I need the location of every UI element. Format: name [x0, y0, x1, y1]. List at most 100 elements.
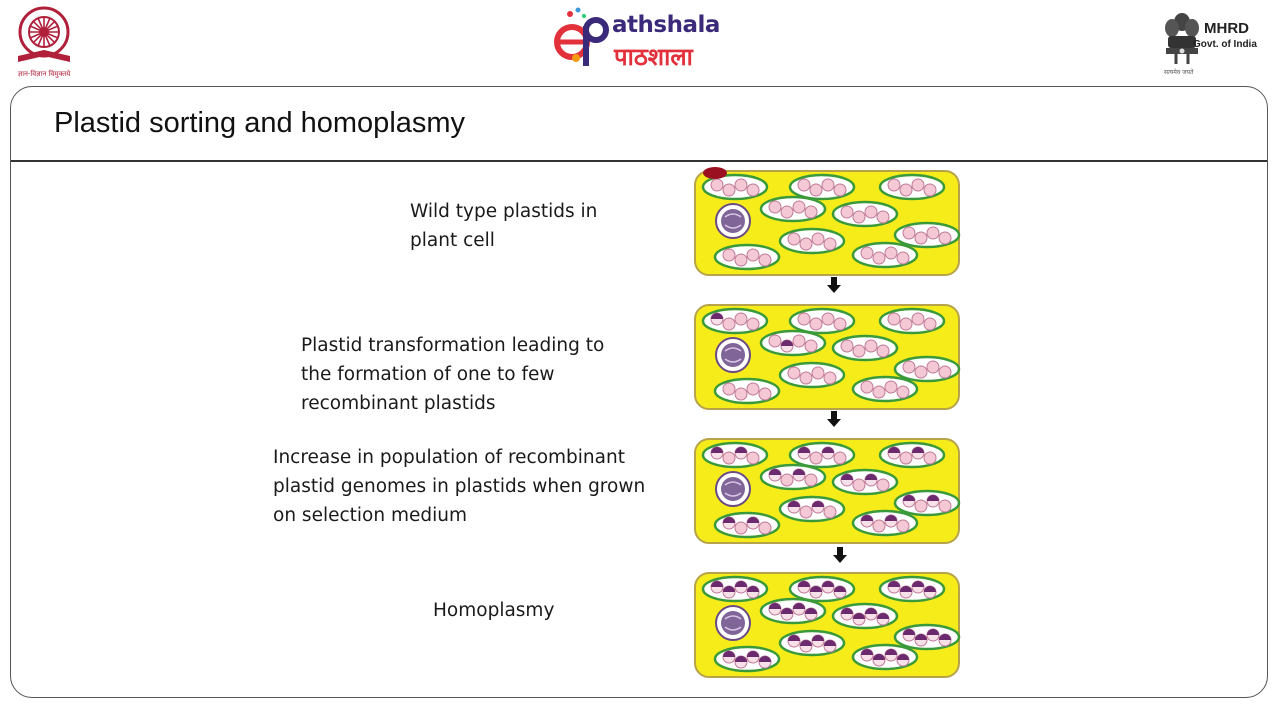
wild-genome [876, 478, 890, 492]
plastid [893, 355, 961, 383]
wild-genome [734, 178, 748, 192]
plastid [788, 173, 856, 201]
wild-genome [926, 360, 940, 374]
recombinant-genome-marker [747, 586, 759, 592]
cell-marker [703, 167, 727, 179]
recombinant-genome-marker [798, 581, 810, 587]
recombinant-genome-marker [877, 613, 889, 619]
plastid [759, 463, 827, 491]
recombinant-genome-marker [888, 447, 900, 453]
mhrd-logo: MHRD Govt. of India सत्यमेव जयते [1160, 6, 1272, 82]
plastid [759, 329, 827, 357]
recombinant-genome-marker [912, 581, 924, 587]
wild-genome [876, 344, 890, 358]
epathshala-logo: athshala पाठशाला [552, 4, 752, 76]
wild-genome [876, 210, 890, 224]
recombinant-genome-marker [723, 517, 735, 523]
epathshala-logo-icon [554, 7, 609, 66]
recombinant-genome-marker [924, 586, 936, 592]
recombinant-genome-marker [841, 474, 853, 480]
plastid [778, 495, 846, 523]
down-arrow-icon [827, 277, 841, 293]
plastid [778, 629, 846, 657]
wild-genome [722, 248, 736, 262]
wild-genome [722, 451, 736, 465]
recombinant-genome-marker [788, 635, 800, 641]
recombinant-genome-marker [865, 608, 877, 614]
wild-genome [864, 339, 878, 353]
emblem-caption: सत्यमेव जयते [1164, 69, 1194, 76]
wild-genome [787, 366, 801, 380]
wild-genome [833, 451, 847, 465]
recombinant-genome-marker [798, 447, 810, 453]
wild-genome [864, 205, 878, 219]
wild-genome [938, 231, 952, 245]
recombinant-genome-marker [885, 649, 897, 655]
plastid [713, 243, 781, 271]
recombinant-genome-marker [927, 495, 939, 501]
nucleus [715, 203, 751, 239]
mhrd-title: MHRD [1204, 20, 1249, 37]
plant-cell-stage-3 [694, 438, 961, 544]
plastid [713, 645, 781, 673]
recombinant-genome-marker [888, 581, 900, 587]
wild-genome [811, 232, 825, 246]
wild-genome [840, 205, 854, 219]
plastid-sorting-diagram [694, 167, 961, 678]
plastid [788, 575, 856, 603]
recombinant-genome-marker [873, 654, 885, 660]
plastid [701, 441, 769, 469]
recombinant-genome-marker [781, 608, 793, 614]
wild-genome [809, 183, 823, 197]
wild-genome [746, 183, 760, 197]
plastid [831, 200, 899, 228]
national-emblem-icon [1165, 13, 1199, 64]
wild-genome [804, 205, 818, 219]
wild-genome [896, 385, 910, 399]
recombinant-genome-marker [759, 656, 771, 662]
wild-genome [852, 344, 866, 358]
wild-genome [797, 178, 811, 192]
wild-genome [884, 246, 898, 260]
plastid [713, 377, 781, 405]
plastid [701, 173, 769, 201]
plastid [878, 173, 946, 201]
recombinant-genome-marker [903, 495, 915, 501]
plastid [713, 511, 781, 539]
plant-cell-stage-4 [694, 572, 961, 678]
stage-label-homoplasmy: Homoplasmy [433, 600, 555, 621]
wild-genome [821, 178, 835, 192]
recombinant-genome-marker [861, 515, 873, 521]
recombinant-genome-marker [723, 651, 735, 657]
wild-genome [722, 382, 736, 396]
wild-genome [896, 251, 910, 265]
stage-label-transformation: Plastid transformation leading to the fo… [301, 335, 605, 414]
wild-genome [860, 246, 874, 260]
plant-cell-stage-2 [694, 304, 961, 410]
wild-genome [811, 366, 825, 380]
wild-genome [902, 360, 916, 374]
wild-genome [780, 473, 794, 487]
plastid [851, 375, 919, 403]
recombinant-genome-marker [711, 581, 723, 587]
recombinant-genome-marker [769, 469, 781, 475]
wild-genome [833, 183, 847, 197]
wild-genome [804, 473, 818, 487]
plastid [759, 195, 827, 223]
wild-genome [840, 339, 854, 353]
recombinant-genome-marker [781, 340, 793, 346]
recombinant-genome-marker [834, 586, 846, 592]
plastid [831, 334, 899, 362]
recombinant-genome-marker [853, 613, 865, 619]
wild-genome [914, 499, 928, 513]
wild-genome [746, 317, 760, 331]
recombinant-genome-marker [747, 517, 759, 523]
stage-label-wild-type: Wild type plastids in plant cell [410, 201, 598, 251]
wild-genome [860, 380, 874, 394]
recombinant-genome-marker [903, 629, 915, 635]
plastid [778, 227, 846, 255]
wild-genome [758, 387, 772, 401]
wild-genome [734, 387, 748, 401]
brand-name-hindi: पाठशाला [614, 43, 693, 71]
slide-panel: Plastid sorting and homoplasmy Wild type… [10, 86, 1268, 698]
